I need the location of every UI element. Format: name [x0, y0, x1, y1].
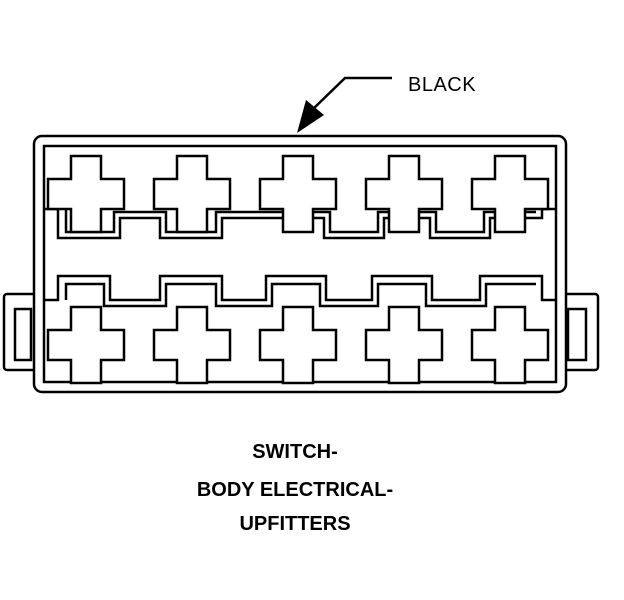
pin-cavity-r1-c5: [470, 154, 550, 234]
pin-cavity-r1-c1: [46, 154, 126, 234]
upper-keying-ridge: [44, 207, 556, 240]
caption-line-1: SWITCH-: [252, 441, 338, 463]
callout-arrowhead: [297, 100, 324, 133]
pin-cavity-r1-c3: [258, 154, 338, 234]
left-latch-inner: [13, 307, 33, 362]
caption-line-2: BODY ELECTRICAL-: [196, 479, 394, 501]
lower-keying-ridge: [44, 274, 556, 302]
pin-cavity-r2-c2: [152, 305, 232, 385]
pin-cavity-r1-c4: [364, 154, 444, 234]
callout-leader-line: [311, 76, 392, 111]
upper-keying-ridge-inner: [64, 209, 536, 234]
caption-line-3: UPFITTERS: [239, 513, 351, 535]
pin-cavity-r1-c2: [152, 154, 232, 234]
pin-cavity-r2-c4: [364, 305, 444, 385]
pin-cavity-r2-c5: [470, 305, 550, 385]
right-latch-inner: [566, 307, 588, 362]
pin-cavity-r2-c1: [46, 305, 126, 385]
pin-cavity-r2-c3: [258, 305, 338, 385]
connector-color-label: BLACK: [408, 74, 477, 96]
lower-keying-ridge-inner: [64, 282, 536, 308]
